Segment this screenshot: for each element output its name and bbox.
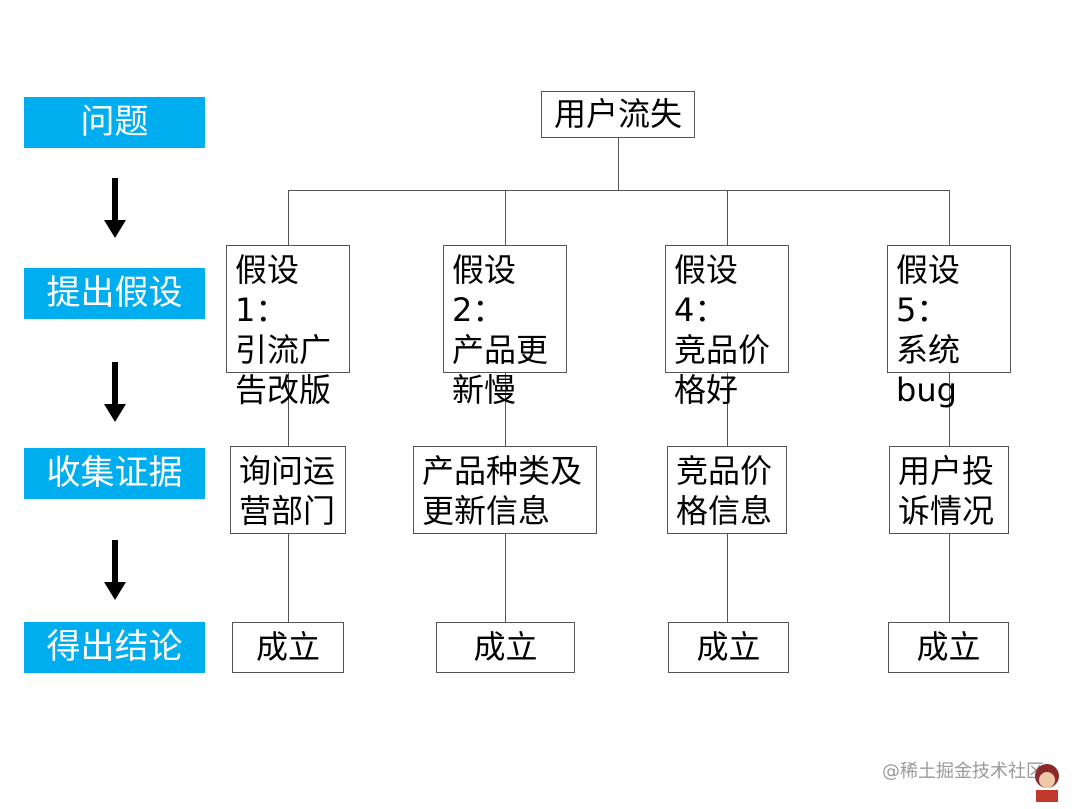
evidence-node-3: 竞品价 格信息 [667, 446, 787, 534]
connector-h3-evidence [727, 373, 728, 446]
evidence-node-4: 用户投 诉情况 [889, 446, 1009, 534]
connector-h2-evidence [505, 373, 506, 446]
down-arrow-icon [104, 362, 126, 422]
connector-e4-conclusion [949, 534, 950, 622]
conclusion-node-2: 成立 [436, 622, 575, 673]
down-arrow-icon [104, 178, 126, 238]
hypothesis-node-2: 假设2： 产品更 新慢 [443, 245, 567, 409]
connector-horizontal [288, 190, 950, 191]
stage-label-problem: 问题 [24, 97, 205, 148]
watermark: @稀土掘金技术社区 [882, 761, 1044, 782]
connector-e2-conclusion [505, 534, 506, 622]
conclusion-node-1: 成立 [232, 622, 344, 673]
root-node: 用户流失 [541, 91, 695, 138]
stage-label-evidence: 收集证据 [24, 448, 205, 499]
hypothesis-node-3: 假设4： 竞品价 格好 [665, 245, 789, 409]
conclusion-node-3: 成立 [668, 622, 789, 673]
connector-root-down [618, 138, 619, 190]
hypothesis-node-4: 假设5： 系统 bug [887, 245, 1011, 409]
down-arrow-icon [104, 540, 126, 600]
stage-label-conclusion: 得出结论 [24, 622, 205, 673]
conclusion-node-4: 成立 [888, 622, 1009, 673]
stage-label-hypothesis: 提出假设 [24, 268, 205, 319]
connector-branch-3 [727, 190, 728, 245]
connector-h4-evidence [949, 373, 950, 446]
connector-e3-conclusion [727, 534, 728, 622]
connector-branch-4 [949, 190, 950, 245]
evidence-node-2: 产品种类及 更新信息 [413, 446, 597, 534]
evidence-node-1: 询问运 营部门 [230, 446, 346, 534]
avatar-icon [1035, 764, 1059, 802]
connector-branch-1 [288, 190, 289, 245]
connector-h1-evidence [288, 373, 289, 446]
connector-e1-conclusion [288, 534, 289, 622]
hypothesis-node-1: 假设1： 引流广 告改版 [226, 245, 350, 409]
connector-branch-2 [505, 190, 506, 245]
